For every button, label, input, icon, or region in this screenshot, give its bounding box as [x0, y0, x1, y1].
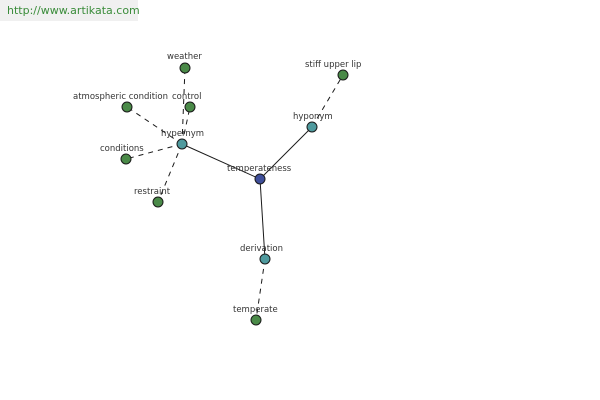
- graph-nodes: [120, 62, 349, 326]
- node-derivation[interactable]: [259, 253, 271, 265]
- node-hyponym[interactable]: [306, 121, 318, 133]
- edge-hypernym-to-control: [181, 106, 191, 145]
- source-url-banner[interactable]: http://www.artikata.com: [0, 0, 140, 21]
- node-label-temperate[interactable]: temperate: [233, 305, 278, 315]
- node-label-atmospheric-condition[interactable]: atmospheric condition: [73, 92, 168, 102]
- node-hypernym[interactable]: [176, 138, 188, 150]
- node-label-weather[interactable]: weather: [167, 52, 202, 62]
- edge-temperateness-to-hyponym: [259, 126, 313, 180]
- node-weather[interactable]: [179, 62, 191, 74]
- node-stiff-upper-lip[interactable]: [337, 69, 349, 81]
- node-label-hypernym[interactable]: hypernym: [161, 129, 204, 139]
- edge-hyponym-to-stiff-upper-lip: [311, 74, 344, 128]
- node-label-restraint[interactable]: restraint: [134, 187, 171, 197]
- edge-hypernym-to-atmospheric-condition: [126, 106, 183, 145]
- edge-temperateness-to-derivation: [259, 178, 266, 260]
- graph-edges: [125, 67, 344, 321]
- node-label-derivation[interactable]: derivation: [240, 244, 283, 254]
- edge-derivation-to-temperate: [255, 258, 266, 321]
- node-label-hyponym[interactable]: hyponym: [293, 112, 333, 122]
- node-temperateness[interactable]: [254, 173, 266, 185]
- node-label-temperateness[interactable]: temperateness: [227, 164, 292, 174]
- node-conditions[interactable]: [120, 153, 132, 165]
- edge-hypernym-to-weather: [181, 67, 186, 145]
- node-temperate[interactable]: [250, 314, 262, 326]
- graph-labels: temperateness hypernym hyponym derivation we…: [73, 52, 361, 315]
- node-label-stiff-upper-lip[interactable]: stiff upper lip: [305, 60, 361, 70]
- node-label-control[interactable]: control: [172, 92, 201, 102]
- edge-hypernym-to-restraint: [157, 143, 183, 203]
- node-control[interactable]: [184, 101, 196, 113]
- node-restraint[interactable]: [152, 196, 164, 208]
- node-atmospheric-condition[interactable]: [121, 101, 133, 113]
- node-label-conditions[interactable]: conditions: [100, 144, 144, 154]
- edge-temperateness-to-hypernym: [181, 143, 261, 180]
